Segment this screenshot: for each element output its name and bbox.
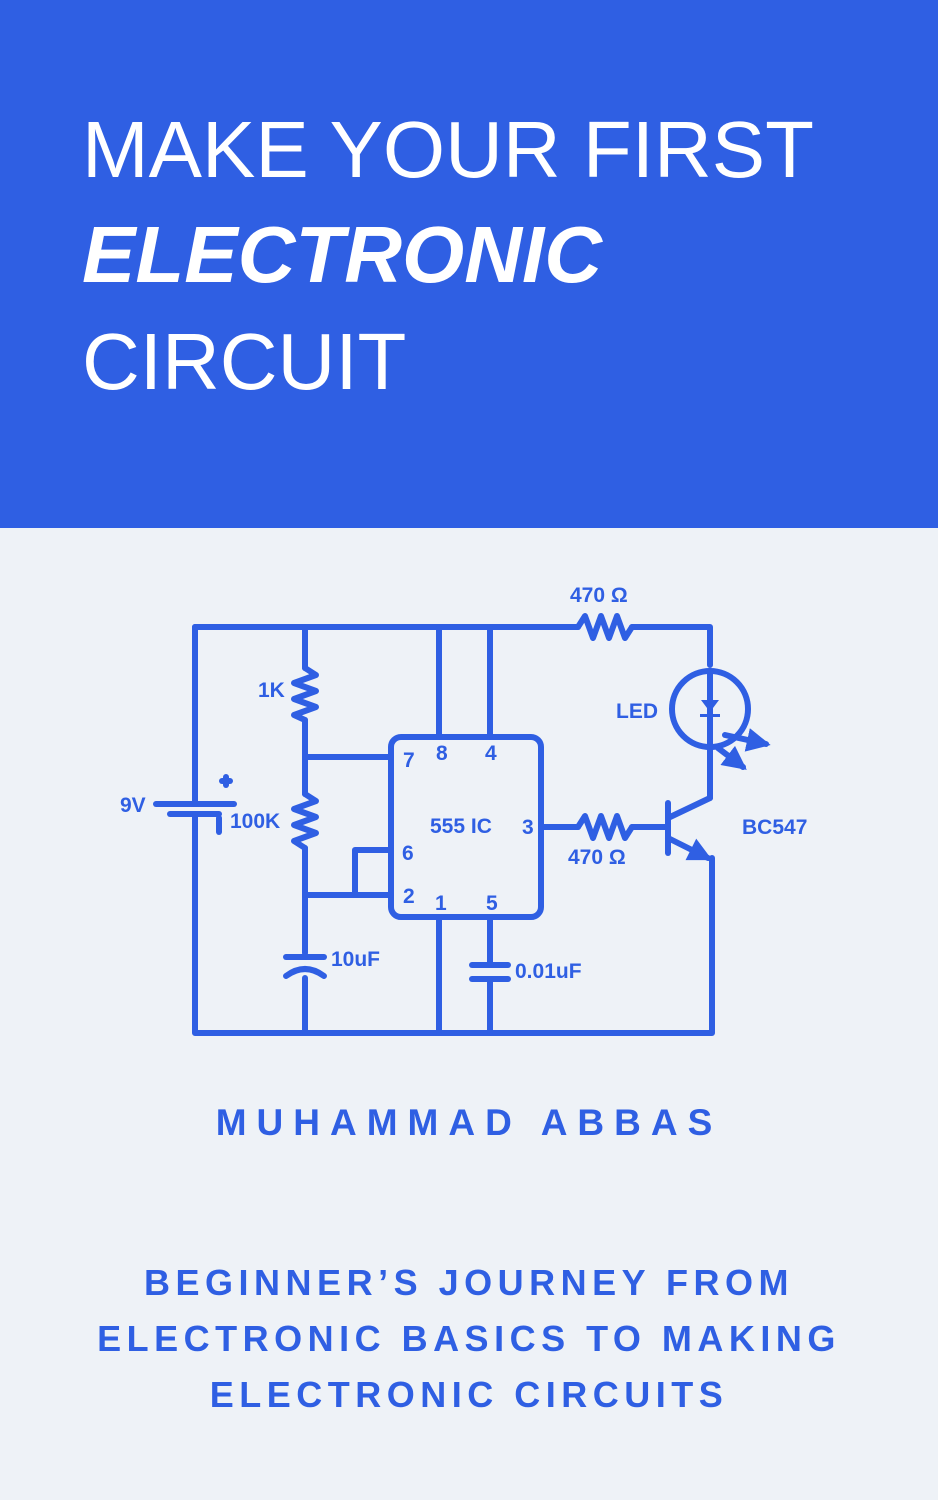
label-ic-555: 555 IC <box>430 815 492 838</box>
label-resistor-100k: 100K <box>230 810 280 833</box>
title-banner: MAKE YOUR FIRST ELECTRONIC CIRCUIT <box>0 0 938 528</box>
label-pin-3: 3 <box>522 816 534 839</box>
label-battery-9v: 9V <box>120 794 146 817</box>
label-pin-8: 8 <box>436 742 448 765</box>
label-resistor-470-top: 470 Ω <box>570 584 628 607</box>
label-pin-7: 7 <box>403 749 415 772</box>
circuit-schematic: 470 Ω 470 Ω 1K 100K 9V LED 555 IC BC547 … <box>120 584 807 1036</box>
label-pin-5: 5 <box>486 892 498 915</box>
label-resistor-1k: 1K <box>258 679 285 702</box>
cap-10uf-plate-bottom <box>283 966 327 979</box>
label-cap-001uf: 0.01uF <box>515 960 582 983</box>
wire-top-right <box>629 624 713 668</box>
wire-top-left <box>192 624 235 795</box>
label-cap-10uf: 10uF <box>331 948 380 971</box>
title-line-1: MAKE YOUR FIRST <box>82 105 814 194</box>
led-diode <box>700 700 720 717</box>
author-name: MUHAMMAD ABBAS <box>215 1102 723 1143</box>
label-resistor-470-base: 470 Ω <box>568 846 626 869</box>
wire-left-bottom <box>192 825 715 1036</box>
label-led: LED <box>616 700 658 723</box>
subtitle-line-3: ELECTRONIC CIRCUITS <box>209 1374 729 1415</box>
subtitle-line-1: BEGINNER’S JOURNEY FROM <box>144 1262 794 1303</box>
label-pin-4: 4 <box>485 742 497 765</box>
resistor-470-top <box>575 613 635 641</box>
label-pin-2: 2 <box>403 885 415 908</box>
resistor-1k <box>291 665 319 723</box>
subtitle-line-2: ELECTRONIC BASICS TO MAKING <box>97 1318 841 1359</box>
title-line-3: CIRCUIT <box>82 317 407 406</box>
resistor-100k <box>291 791 319 851</box>
label-transistor: BC547 <box>742 816 807 839</box>
label-pin-1: 1 <box>435 892 447 915</box>
resistor-470-base <box>575 813 635 841</box>
label-pin-6: 6 <box>402 842 414 865</box>
title-line-2: ELECTRONIC <box>82 210 602 299</box>
